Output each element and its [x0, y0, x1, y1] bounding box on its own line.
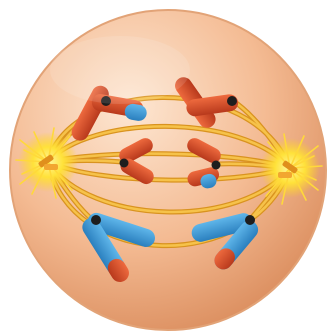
centriole	[278, 172, 292, 178]
centromere	[120, 159, 129, 168]
centromere	[227, 96, 237, 106]
centromere	[212, 161, 221, 170]
centromere	[245, 215, 255, 225]
centromere	[91, 215, 101, 225]
cell-highlight	[50, 36, 190, 104]
centriole	[44, 164, 58, 170]
